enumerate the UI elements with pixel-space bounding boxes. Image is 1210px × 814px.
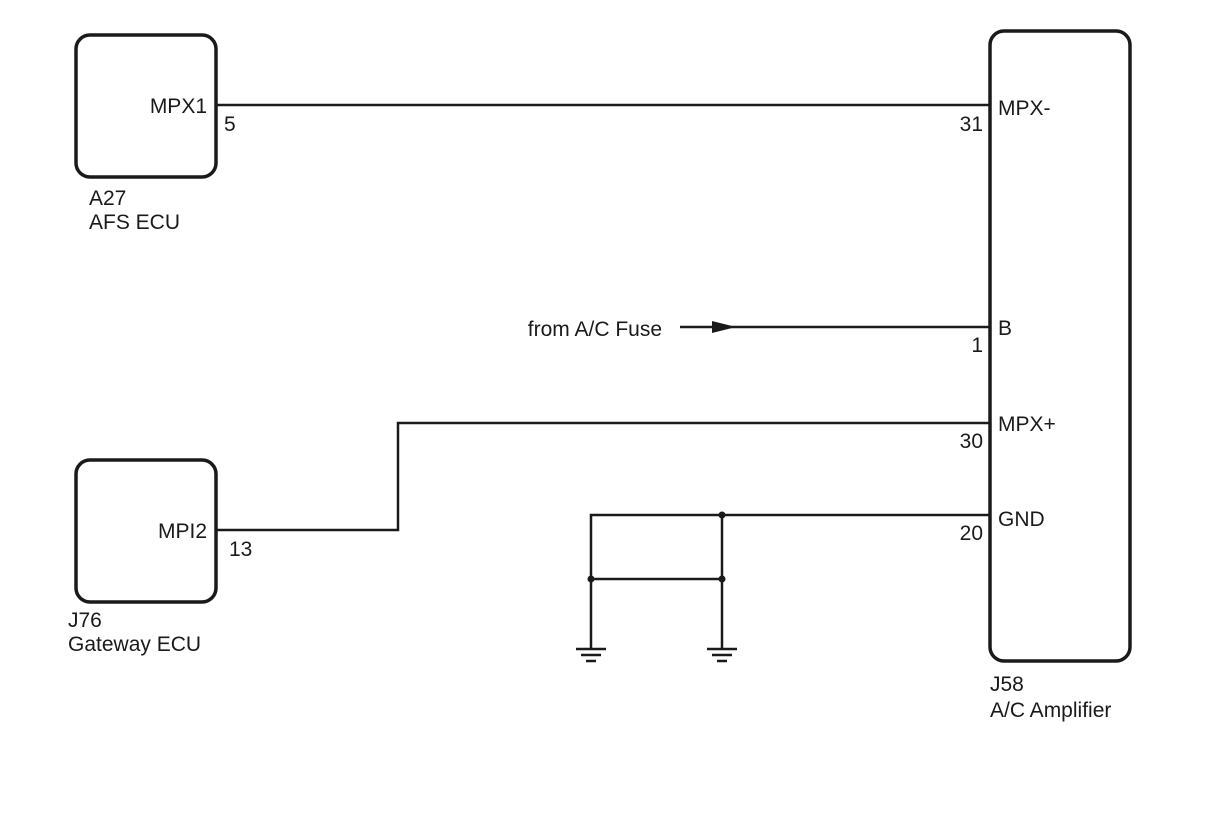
ac-amplifier-pin-mpx-plus-name: MPX+ xyxy=(998,413,1056,436)
wire-gnd-main xyxy=(589,513,990,648)
afs-ecu-name: AFS ECU xyxy=(89,211,180,234)
junction-dot xyxy=(587,575,595,583)
gateway-ecu-code: J76 xyxy=(68,609,102,632)
wires xyxy=(216,103,990,648)
ac-amplifier-name: A/C Amplifier xyxy=(990,699,1111,722)
ac-amplifier-code: J58 xyxy=(990,673,1024,696)
ac-amplifier-pin-mpx-plus-number: 30 xyxy=(960,430,983,453)
ac-amplifier-pin-gnd-name: GND xyxy=(998,508,1045,531)
gateway-ecu-pin-name: MPI2 xyxy=(158,520,207,543)
afs-ecu-pin-name: MPX1 xyxy=(150,95,207,118)
ground-icon xyxy=(707,647,737,663)
power-source-label: from A/C Fuse xyxy=(528,318,662,341)
gateway-ecu-box xyxy=(74,458,218,604)
junction-dot xyxy=(718,511,726,519)
power-arrow-icon xyxy=(712,321,736,333)
ac-amplifier-box xyxy=(988,29,1132,663)
ground-icon xyxy=(576,647,606,663)
ac-amplifier-component: MPX- 31 B 1 MPX+ 30 GND 20 J58 A/C Ampli… xyxy=(960,29,1132,722)
afs-ecu-box xyxy=(74,33,218,179)
ac-amplifier-pin-mpx-minus-name: MPX- xyxy=(998,97,1051,120)
afs-ecu-code: A27 xyxy=(89,187,126,210)
junction-dot xyxy=(718,575,726,583)
ac-amplifier-pin-b-number: 1 xyxy=(971,334,983,357)
afs-ecu-pin-number: 5 xyxy=(224,113,236,136)
wire-mpi2-to-mpx-plus xyxy=(216,421,990,532)
ac-amplifier-pin-mpx-minus-number: 31 xyxy=(960,113,983,136)
gateway-ecu-pin-number: 13 xyxy=(229,538,252,561)
afs-ecu-component: MPX1 5 A27 AFS ECU xyxy=(74,33,236,234)
ac-amplifier-pin-b-name: B xyxy=(998,317,1012,340)
gateway-ecu-component: MPI2 13 J76 Gateway ECU xyxy=(68,458,252,656)
gateway-ecu-name: Gateway ECU xyxy=(68,633,201,656)
ac-amplifier-pin-gnd-number: 20 xyxy=(960,522,983,545)
